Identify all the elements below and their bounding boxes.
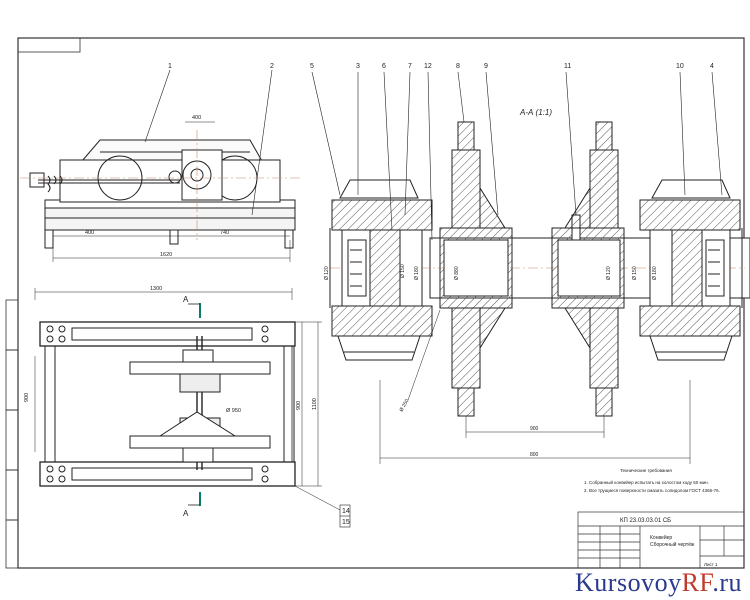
callout-3: 3 [356,63,360,70]
section-label: А-А (1:1) [519,108,552,117]
left-sprocket [439,121,513,417]
callout-9: 9 [484,63,488,70]
callout-11: 11 [564,63,571,70]
right-bearing-housing [639,179,743,361]
svg-text:1300: 1300 [150,286,162,292]
front-view [20,69,300,262]
callout-10: 10 [676,63,684,70]
section-dimensions: Ø 120 Ø 150 Ø 180 Ø 120 Ø 150 Ø 180 Ø 88… [324,264,658,458]
frame-bolts [46,325,269,483]
callout-8: 8 [456,63,460,70]
callout-4: 4 [710,63,714,70]
notes-line-1: 1. Собранный конвейер испытать на холост… [584,479,709,485]
svg-text:Ø 120: Ø 120 [606,266,612,280]
svg-text:Ø 180: Ø 180 [652,266,658,280]
svg-text:Ø 150: Ø 150 [632,266,638,280]
doc-name-line-2: Сборочный чертёж [650,541,695,548]
svg-text:Ø 250: Ø 250 [399,398,411,413]
left-bearing-housing [329,179,433,361]
right-sprocket [551,121,625,417]
svg-text:900: 900 [296,401,302,410]
notes-line-2: 2. Все трущиеся поверхности смазать соли… [584,488,720,493]
svg-text:Ø 120: Ø 120 [324,266,330,280]
callout-1: 1 [168,63,172,70]
svg-text:Ø 150: Ø 150 [400,264,406,278]
callout-leaders [311,71,723,241]
svg-text:1620: 1620 [160,252,172,258]
svg-text:900: 900 [24,393,30,402]
svg-text:740: 740 [220,230,229,236]
callout-numbers: 1 2 5 3 6 7 12 8 9 11 10 4 14 15 [168,63,714,526]
svg-text:Ø 950: Ø 950 [226,408,241,414]
technical-notes: Технические требования 1. Собранный конв… [584,468,720,493]
title-block [577,511,745,569]
svg-text:400: 400 [85,230,94,236]
callout-5: 5 [310,63,314,70]
doc-code: КП 23.03.03.01 СБ [620,518,671,524]
notes-title: Технические требования [620,468,672,473]
plan-dimensions: 1300 900 900 1100 Ø 950 [24,286,318,414]
sheet-number: Лист 1 [704,562,718,567]
cut-mark-top: А [183,295,189,304]
callout-12: 12 [424,63,432,70]
watermark: KursovoyRF.ru [575,568,742,597]
svg-text:Ø 880: Ø 880 [454,266,460,280]
plan-view [34,288,351,528]
svg-text:1100: 1100 [312,398,318,410]
callout-14: 14 [342,508,350,515]
section-view [311,71,750,464]
callout-7: 7 [408,63,412,70]
svg-text:800: 800 [530,452,539,458]
svg-text:400: 400 [192,115,201,121]
svg-text:Ø 180: Ø 180 [414,266,420,280]
doc-name-line-1: Конвейер [650,534,672,541]
callout-2: 2 [270,63,274,70]
callout-15: 15 [342,519,350,526]
sheet-frame [5,37,745,569]
front-dimensions: 400 400 740 1620 [85,115,229,258]
cut-mark-bottom: А [183,509,189,518]
callout-6: 6 [382,63,386,70]
svg-text:900: 900 [530,426,539,432]
